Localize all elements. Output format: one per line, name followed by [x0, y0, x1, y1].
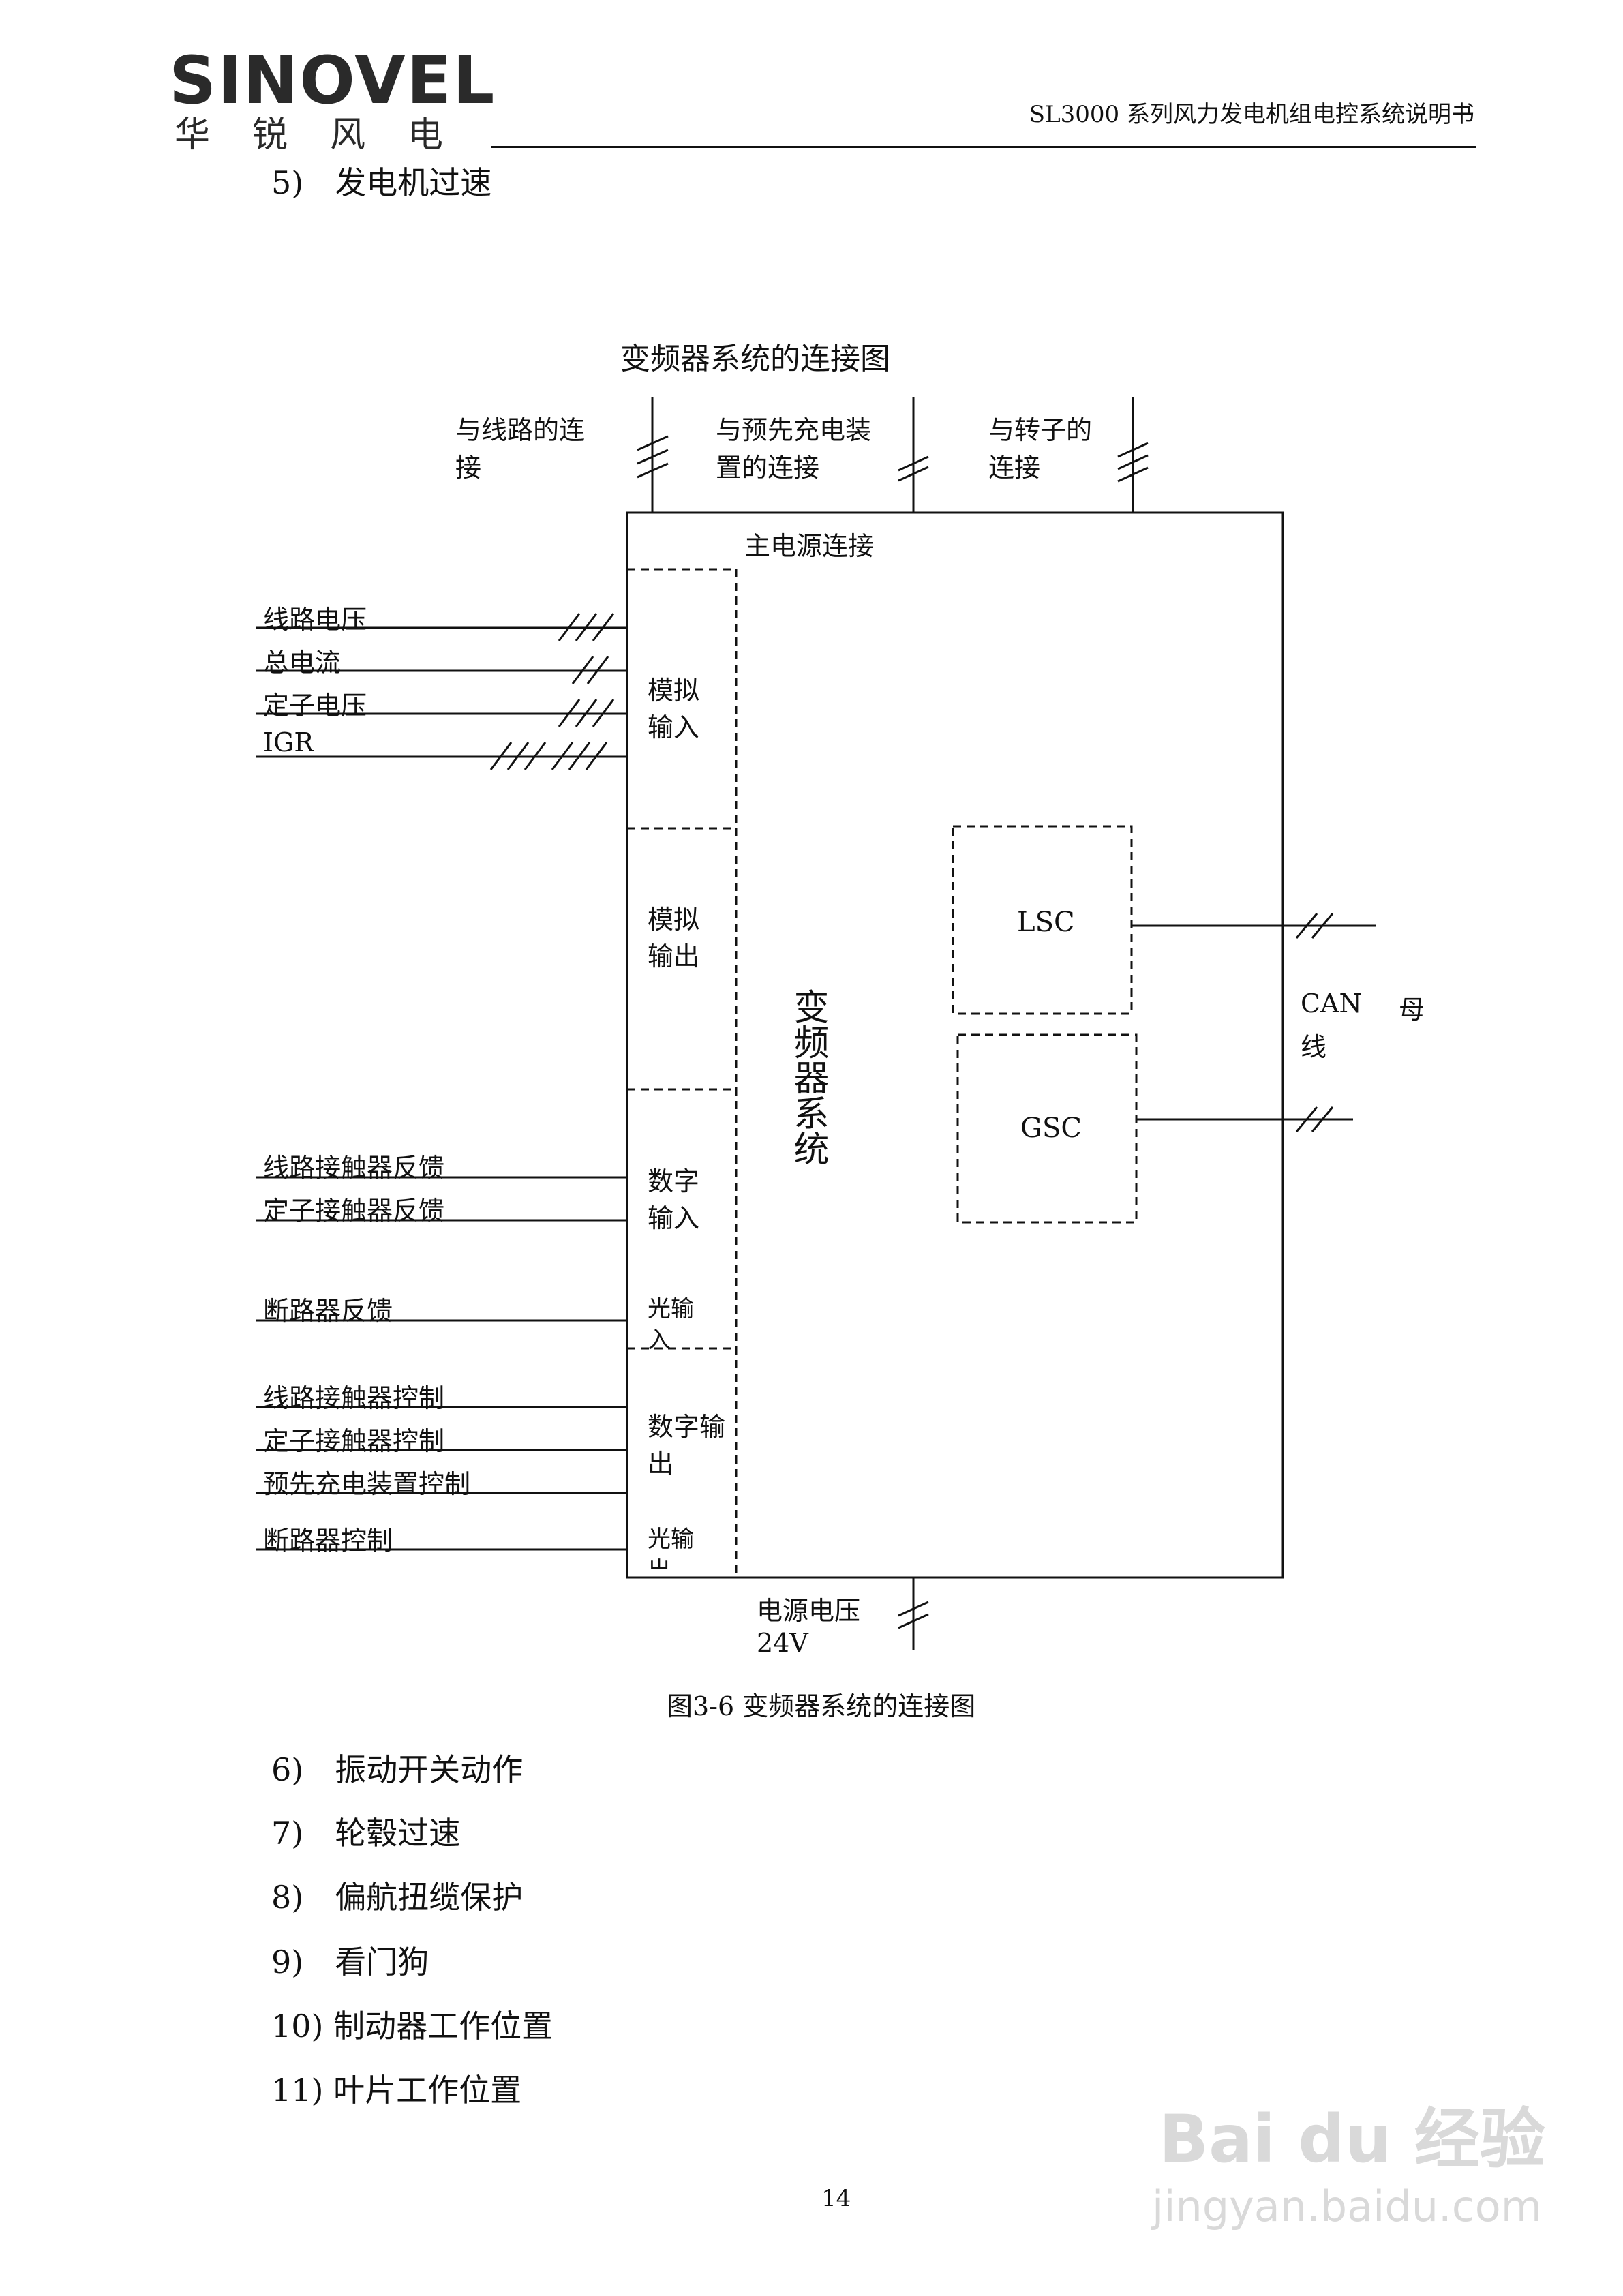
- block-optical-output: 光输: [648, 1526, 694, 1553]
- label-precharge-control: 预先充电装置控制: [263, 1469, 471, 1499]
- gsc-label: GSC: [1020, 1113, 1082, 1144]
- block-digital-input-2: 输入: [648, 1203, 700, 1233]
- document-title: SL3000 系列风力发电机组电控系统说明书: [1029, 101, 1474, 128]
- header-rule: [491, 146, 1476, 148]
- can-bus-label-3: 线: [1301, 1032, 1327, 1062]
- power-supply-label: 电源电压: [757, 1596, 861, 1626]
- converter-box: [626, 511, 1284, 1579]
- label-line-connection: 与线路的连: [455, 415, 586, 445]
- label-stator-contactor-control: 定子接触器控制: [263, 1426, 445, 1456]
- baidu-watermark: Bai du 经验: [1159, 2101, 1545, 2177]
- label-line-contactor-control: 线路接触器控制: [263, 1383, 445, 1413]
- label-igr: IGR_: [263, 727, 327, 757]
- can-bus-label-2: 母: [1399, 995, 1425, 1025]
- block-digital-output: 数字输: [648, 1412, 726, 1442]
- block-optical-input-2: 入: [648, 1327, 671, 1354]
- label-precharge-connection-2: 置的连接: [716, 453, 820, 483]
- list-item: 5) 发电机过速: [271, 164, 492, 201]
- block-digital-output-2: 出: [648, 1449, 674, 1479]
- block-analog-output: 模拟: [648, 905, 700, 935]
- list-item: 10) 制动器工作位置: [271, 2008, 553, 2044]
- label-line-voltage: 线路电压: [263, 605, 367, 635]
- can-bus-label: CAN: [1301, 988, 1362, 1018]
- company-logo-cn: 华锐风电: [175, 115, 486, 155]
- label-stator-voltage: 定子电压: [263, 691, 367, 721]
- label-total-current: 总电流: [263, 648, 342, 678]
- diagram-title: 变频器系统的连接图: [620, 342, 890, 376]
- list-item: 7) 轮毂过速: [271, 1815, 461, 1852]
- lsc-label: LSC: [1017, 907, 1075, 938]
- block-optical-input: 光输: [648, 1295, 694, 1323]
- list-item: 8) 偏航扭缆保护: [271, 1879, 524, 1916]
- baidu-watermark-url: jingyan.baidu.com: [1152, 2181, 1543, 2231]
- power-supply-voltage: 24V: [757, 1628, 808, 1658]
- label-precharge-connection: 与预先充电装: [716, 415, 872, 445]
- label-rotor-connection-2: 连接: [988, 453, 1041, 483]
- figure-caption: 图3-6 变频器系统的连接图: [667, 1691, 976, 1721]
- block-analog-input-2: 输入: [648, 712, 700, 742]
- label-breaker-feedback: 断路器反馈: [263, 1296, 393, 1326]
- label-rotor-connection: 与转子的: [988, 415, 1093, 445]
- label-breaker-control: 断路器控制: [263, 1526, 393, 1556]
- label-stator-contactor-feedback: 定子接触器反馈: [263, 1196, 445, 1226]
- converter-system-label: 变频器系统: [787, 988, 828, 1166]
- block-analog-input: 模拟: [648, 676, 700, 706]
- list-item: 11) 叶片工作位置: [271, 2072, 522, 2109]
- page-number: 14: [821, 2185, 851, 2212]
- block-digital-input: 数字: [648, 1166, 700, 1196]
- list-item: 9) 看门狗: [271, 1944, 429, 1980]
- company-logo: SINOVEL: [169, 42, 496, 119]
- list-item: 6) 振动开关动作: [271, 1751, 524, 1788]
- block-optical-output-2: 出: [648, 1552, 671, 1569]
- label-line-contactor-feedback: 线路接触器反馈: [263, 1153, 445, 1183]
- label-main-power: 主电源连接: [744, 531, 875, 561]
- label-line-connection-2: 接: [455, 453, 482, 483]
- block-analog-output-2: 输出: [648, 941, 700, 971]
